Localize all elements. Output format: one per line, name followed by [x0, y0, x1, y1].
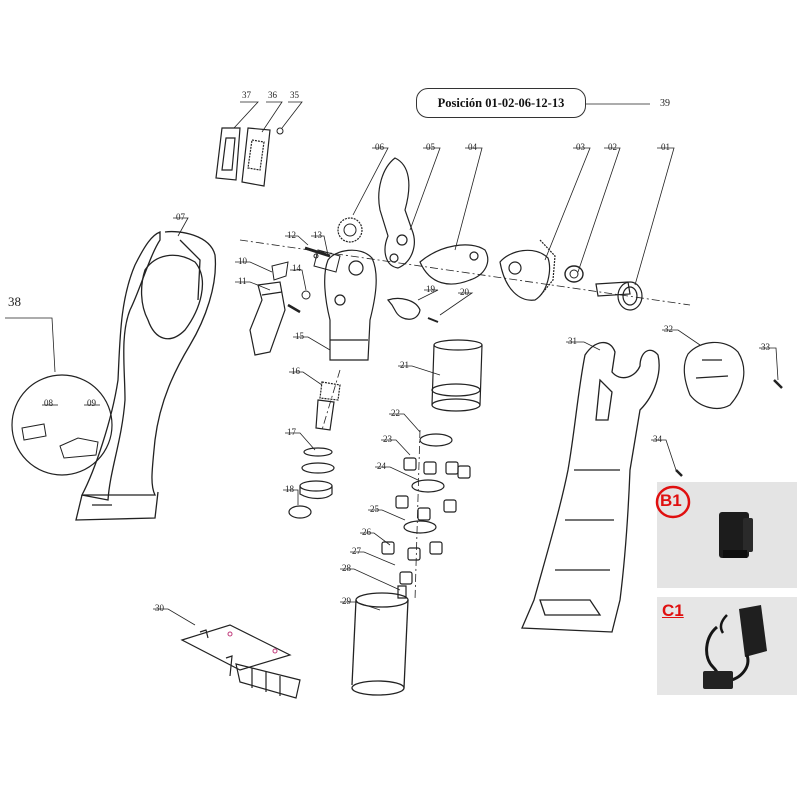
part-16-pinion [315, 381, 341, 431]
callout-33: 33 [761, 342, 770, 352]
position-note-box: Posición 01-02-06-12-13 [416, 88, 586, 118]
part-38-detail-circle [11, 374, 113, 476]
b1-marker-circle [655, 485, 691, 519]
callout-11: 11 [238, 276, 247, 286]
callout-09: 09 [87, 398, 96, 408]
part-07-handle [75, 230, 217, 521]
part-06-gear [337, 217, 363, 243]
callout-28: 28 [342, 563, 351, 573]
c1-label: C1 [662, 601, 684, 620]
callout-13: 13 [313, 230, 322, 240]
charger-icon [657, 597, 797, 695]
callout-36: 36 [268, 90, 277, 100]
callout-27: 27 [352, 546, 361, 556]
callout-18: 18 [285, 484, 294, 494]
callout-05: 05 [426, 142, 435, 152]
callout-22: 22 [391, 408, 400, 418]
part-01-bolt [595, 281, 643, 311]
callout-01: 01 [661, 142, 670, 152]
callout-04: 04 [468, 142, 477, 152]
b1-label: B1 [660, 491, 682, 510]
callout-32: 32 [664, 324, 673, 334]
callout-30: 30 [155, 603, 164, 613]
part-04-jaw [419, 244, 489, 285]
part-36-board [241, 127, 271, 187]
callout-21: 21 [400, 360, 409, 370]
part-30-pcb [180, 624, 301, 699]
part-29-motor [351, 592, 409, 696]
callout-07: 07 [176, 212, 185, 222]
callout-34: 34 [653, 434, 662, 444]
battery-icon [657, 482, 797, 588]
part-05-blade [378, 157, 415, 269]
callout-19: 19 [426, 284, 435, 294]
part-21-ring-gear [431, 339, 483, 412]
callout-03: 03 [576, 142, 585, 152]
part-03-bevel-gear [499, 239, 556, 301]
callout-29: 29 [342, 596, 351, 606]
callout-12: 12 [287, 230, 296, 240]
callout-25: 25 [370, 504, 379, 514]
callout-08: 08 [44, 398, 53, 408]
callout-38: 38 [8, 294, 21, 309]
callout-26: 26 [362, 527, 371, 537]
callout-20: 20 [460, 287, 469, 297]
photo-b1-battery [657, 482, 797, 588]
callout-15: 15 [295, 331, 304, 341]
part-32-cover [683, 341, 745, 409]
callout-16: 16 [291, 366, 300, 376]
part-15-head [324, 249, 377, 361]
planet-gears [381, 457, 471, 585]
leader-lines [5, 101, 779, 626]
callout-37: 37 [242, 90, 251, 100]
callout-10: 10 [238, 256, 247, 266]
part-10-11-trigger [249, 281, 286, 356]
callout-24: 24 [377, 461, 386, 471]
callout-35: 35 [290, 90, 299, 100]
part-17-spacers [299, 447, 335, 500]
callout-23: 23 [383, 434, 392, 444]
callout-31: 31 [568, 336, 577, 346]
callout-39: 39 [660, 98, 670, 109]
photo-c1-charger [657, 597, 797, 695]
callout-06: 06 [375, 142, 384, 152]
part-37-cover [215, 127, 241, 181]
callout-02: 02 [608, 142, 617, 152]
callout-14: 14 [292, 263, 301, 273]
part-31-housing [521, 341, 660, 633]
callout-17: 17 [287, 427, 296, 437]
